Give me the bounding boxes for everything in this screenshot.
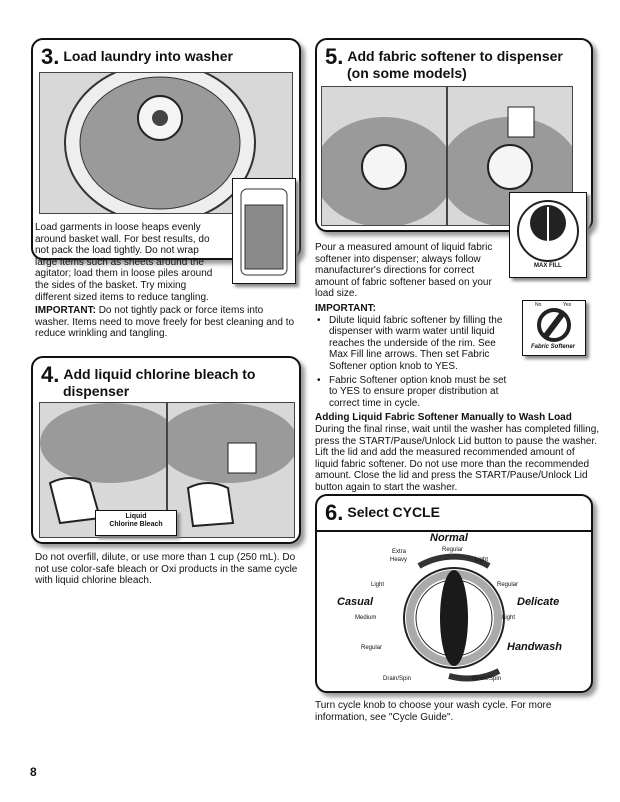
step6-title: 6.Select CYCLE: [325, 500, 440, 525]
basket-inset-illustration: [232, 178, 296, 284]
max-fill-inset: MAX FILL: [509, 192, 587, 278]
step4-body: Do not overfill, dilute, or use more tha…: [35, 552, 298, 587]
cycle-knob-dial[interactable]: [389, 546, 519, 686]
step3-title: 3.Load laundry into washer: [41, 44, 233, 69]
step5-text: Pour a measured amount of liquid fabric …: [315, 242, 600, 493]
cycle-delicate[interactable]: Delicate: [517, 596, 560, 608]
fabric-softener-knob-inset: No Yes Fabric Softener: [522, 300, 586, 356]
cycle-normal[interactable]: Normal: [430, 532, 468, 544]
step5-body: Pour a measured amount of liquid fabric …: [315, 242, 493, 300]
step5-manual-heading: Adding Liquid Fabric Softener Manually t…: [315, 412, 572, 424]
step6-box: 6.Select CYCLE Normal Regular Extra Heav…: [315, 494, 593, 693]
softener-pour-illustration-left: [321, 86, 447, 226]
step5-bullet-2: Fabric Softener option knob must be set …: [315, 375, 508, 410]
washer-loading-illustration: [39, 72, 293, 214]
step5-manual-body: During the final rinse, wait until the w…: [315, 423, 600, 493]
step3-box: 3.Load laundry into washer: [31, 38, 301, 260]
step6-body: Turn cycle knob to choose your wash cycl…: [315, 700, 552, 723]
page-number: 8: [30, 765, 37, 779]
step5-title: 5.Add fabric softener to dispenser(on so…: [325, 44, 563, 82]
bleach-dispenser-illustration-right: [167, 402, 295, 538]
cycle-handwash[interactable]: Handwash: [507, 641, 563, 653]
fabric-softener-knob-label: Fabric Softener: [531, 344, 576, 350]
step5-bullet-1: Dilute liquid fabric softener by filling…: [315, 315, 508, 373]
max-fill-label: MAX FILL: [534, 263, 562, 269]
cycle-casual[interactable]: Casual: [337, 596, 374, 608]
step3-important: IMPORTANT: Do not tightly pack or force …: [35, 305, 295, 340]
step5-important-label: IMPORTANT:: [315, 302, 376, 314]
